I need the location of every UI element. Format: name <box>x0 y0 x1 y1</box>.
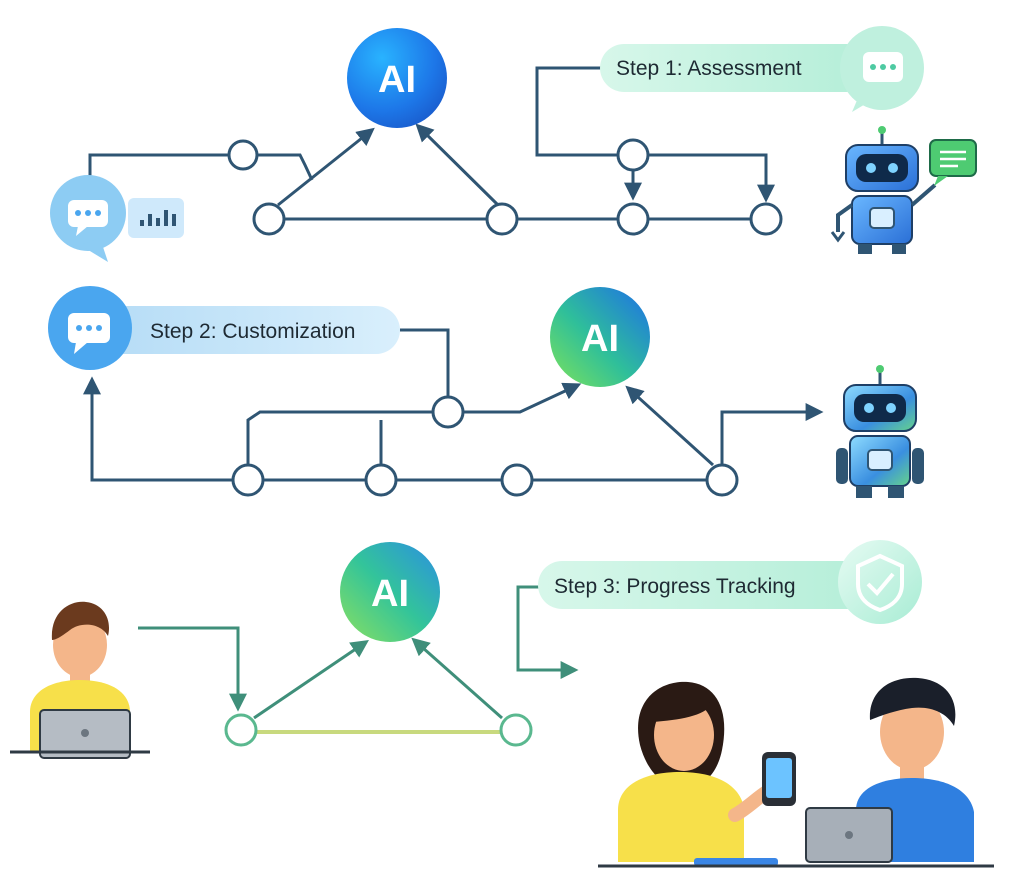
step-1-label: Step 1: Assessment <box>616 57 802 80</box>
row-3-flow: AI Step 3: Progress Tracking <box>10 540 994 868</box>
message-icon <box>840 26 924 112</box>
connector-line <box>88 153 243 183</box>
robot-icon <box>830 126 977 254</box>
flow-node <box>616 202 650 236</box>
row-1-flow: AI Step 1: Assessment <box>50 26 977 262</box>
arrow-to-ai <box>253 639 369 720</box>
phone-icon <box>762 752 796 806</box>
arrow-to-ai <box>277 127 375 207</box>
arrow-to-ai <box>625 385 715 467</box>
step-1-pill: Step 1: Assessment <box>600 44 870 92</box>
ai-circle: AI <box>550 287 650 387</box>
flow-node <box>485 202 519 236</box>
flow-node <box>364 463 398 497</box>
ai-label: AI <box>371 573 409 615</box>
connector-line <box>516 585 579 679</box>
shield-check-icon <box>838 540 922 624</box>
arrow-to-ai <box>415 123 500 207</box>
ai-label: AI <box>378 59 416 101</box>
chat-bubble-icon <box>48 286 132 370</box>
step-2-label: Step 2: Customization <box>150 320 355 343</box>
connector-line <box>257 153 314 181</box>
flow-node <box>252 202 286 236</box>
ai-circle: AI <box>340 542 440 642</box>
arrow-up <box>83 376 233 482</box>
flow-node <box>749 202 783 236</box>
connector-line <box>535 66 617 157</box>
step-2-pill: Step 2: Customization <box>100 306 400 354</box>
signal-icon <box>128 198 184 238</box>
ai-circle: AI <box>347 28 447 128</box>
laptop-icon <box>10 709 150 759</box>
arrow-to-robot <box>720 403 824 465</box>
person-icon <box>618 681 777 862</box>
arrow-to-ai <box>411 637 503 720</box>
step-3-label: Step 3: Progress Tracking <box>554 575 796 598</box>
flow-node <box>500 463 534 497</box>
ai-label: AI <box>581 318 619 360</box>
flow-node <box>705 463 739 497</box>
flow-node <box>431 395 465 429</box>
flow-node <box>224 713 258 747</box>
arrow-down <box>138 626 247 712</box>
robot-icon <box>836 365 924 498</box>
connector-line <box>246 410 434 465</box>
flow-node <box>227 139 259 171</box>
laptop-icon <box>598 807 994 868</box>
row-2-flow: AI Step 2: Customization <box>48 286 924 498</box>
step-3-pill: Step 3: Progress Tracking <box>538 561 878 609</box>
arrow-down <box>649 153 775 203</box>
flow-node <box>499 713 533 747</box>
flow-node <box>616 138 650 172</box>
flow-node <box>231 463 265 497</box>
arrow-to-ai <box>462 382 582 414</box>
connector-line <box>400 328 450 397</box>
chat-bubble-icon <box>50 175 126 262</box>
